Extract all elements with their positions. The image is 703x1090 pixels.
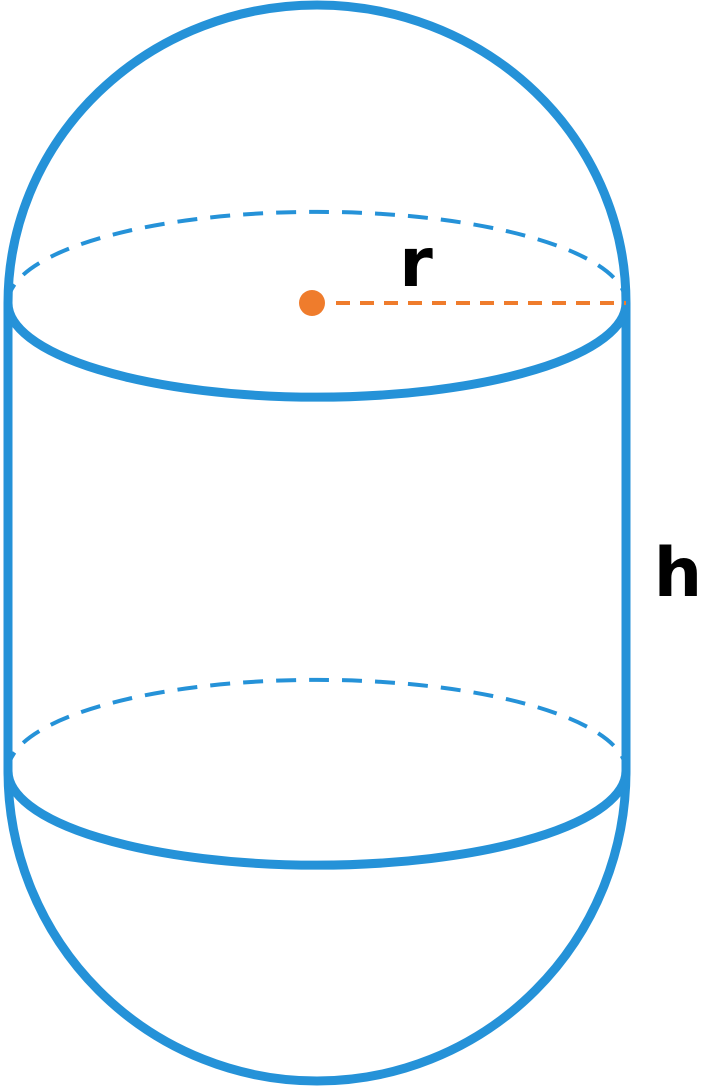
bottom-ellipse-back-edge [6,677,628,772]
top-ellipse-front-edge [3,302,631,402]
radius-label: r [399,224,433,303]
capsule-outline [3,0,631,1086]
height-label: h [654,534,702,613]
top-ellipse-back-edge [6,209,628,304]
bottom-ellipse-front-edge [3,770,631,870]
center-point [299,290,325,316]
